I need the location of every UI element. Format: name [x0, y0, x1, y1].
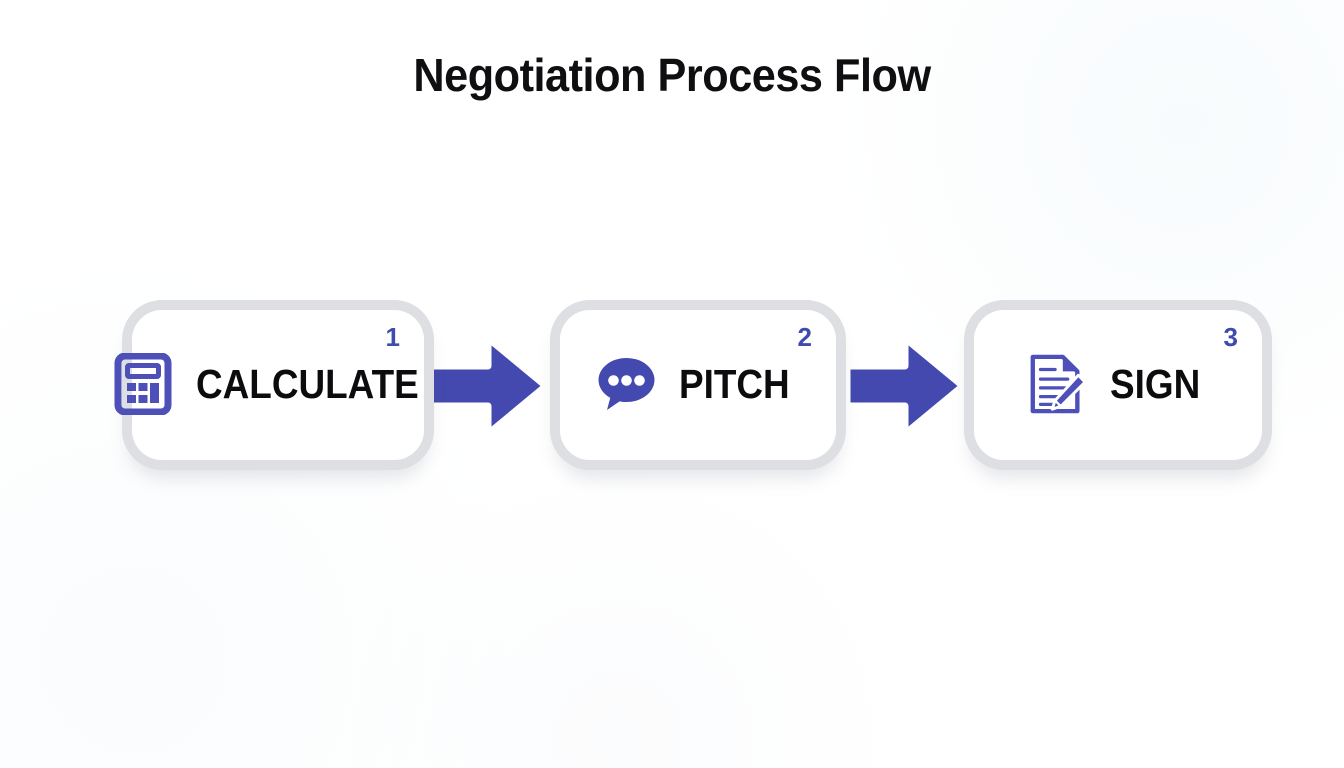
step-card-pitch[interactable]: 2 PITCH [550, 300, 846, 470]
step-card-content: CALCULATE [114, 310, 424, 460]
step-card-content: PITCH [560, 310, 836, 460]
step-card-sign[interactable]: 3 [964, 300, 1272, 470]
step-label: CALCULATE [196, 360, 420, 407]
process-flow-diagram: 1 CALCULATE 2 [0, 300, 1344, 480]
arrow-right-icon [845, 328, 967, 444]
step-label: SIGN [1109, 360, 1201, 407]
step-card-content: SIGN [974, 310, 1262, 460]
step-card-calculate[interactable]: 1 CALCULATE [114, 300, 434, 470]
calculator-icon [112, 353, 174, 415]
step-label: PITCH [678, 360, 790, 407]
arrow-right-icon [428, 328, 550, 444]
page-title: Negotiation Process Flow [413, 49, 931, 101]
document-pencil-icon [1026, 353, 1088, 415]
speech-bubble-icon [595, 353, 657, 415]
